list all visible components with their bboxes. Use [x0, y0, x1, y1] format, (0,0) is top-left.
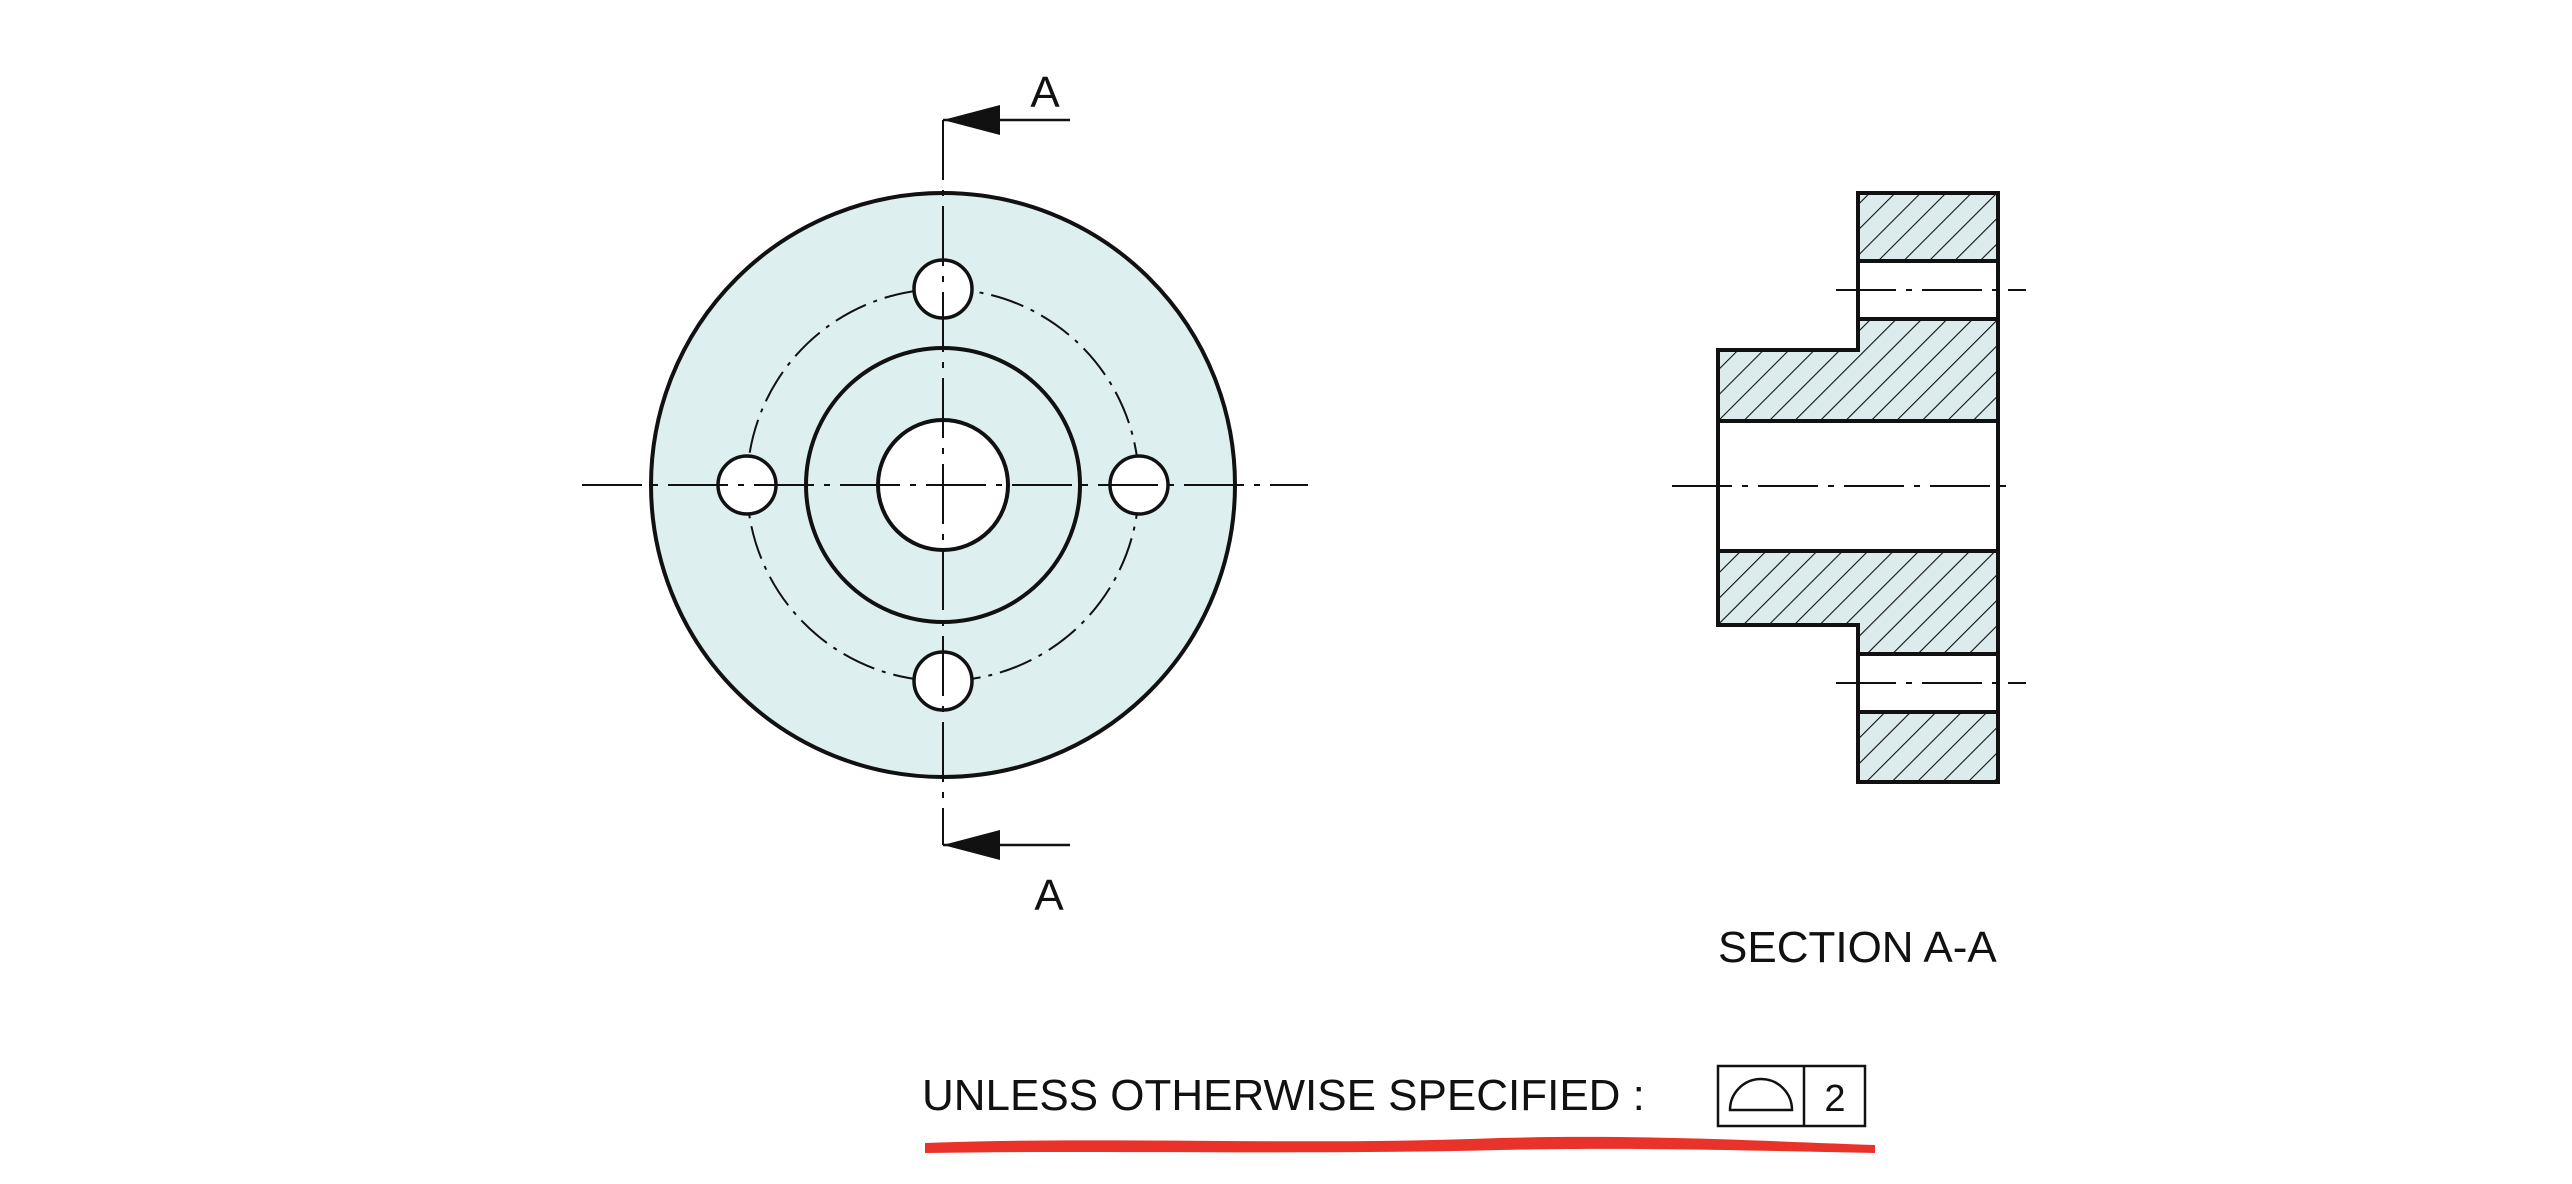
body-section-lower [1716, 549, 2000, 656]
front-view: A A [582, 68, 1308, 920]
note-text: UNLESS OTHERWISE SPECIFIED : [922, 1071, 1645, 1120]
general-tolerance-note: UNLESS OTHERWISE SPECIFIED : 2 [922, 1064, 1875, 1153]
section-arrow-top [943, 105, 1070, 135]
note-underline-highlight [925, 1136, 1875, 1153]
section-label-top: A [1030, 68, 1060, 117]
section-view: SECTION A-A [1672, 191, 2026, 972]
feature-control-frame: 2 [1716, 1064, 1867, 1128]
tolerance-value: 2 [1824, 1078, 1845, 1120]
body-section-upper [1716, 317, 2000, 423]
section-title: SECTION A-A [1718, 923, 1997, 972]
section-arrow-bottom [943, 830, 1070, 860]
section-label-bottom: A [1034, 871, 1064, 920]
profile-of-surface-icon [1728, 1077, 1794, 1112]
flange-section-bottom [1856, 710, 2000, 784]
flange-section-top [1856, 191, 2000, 263]
